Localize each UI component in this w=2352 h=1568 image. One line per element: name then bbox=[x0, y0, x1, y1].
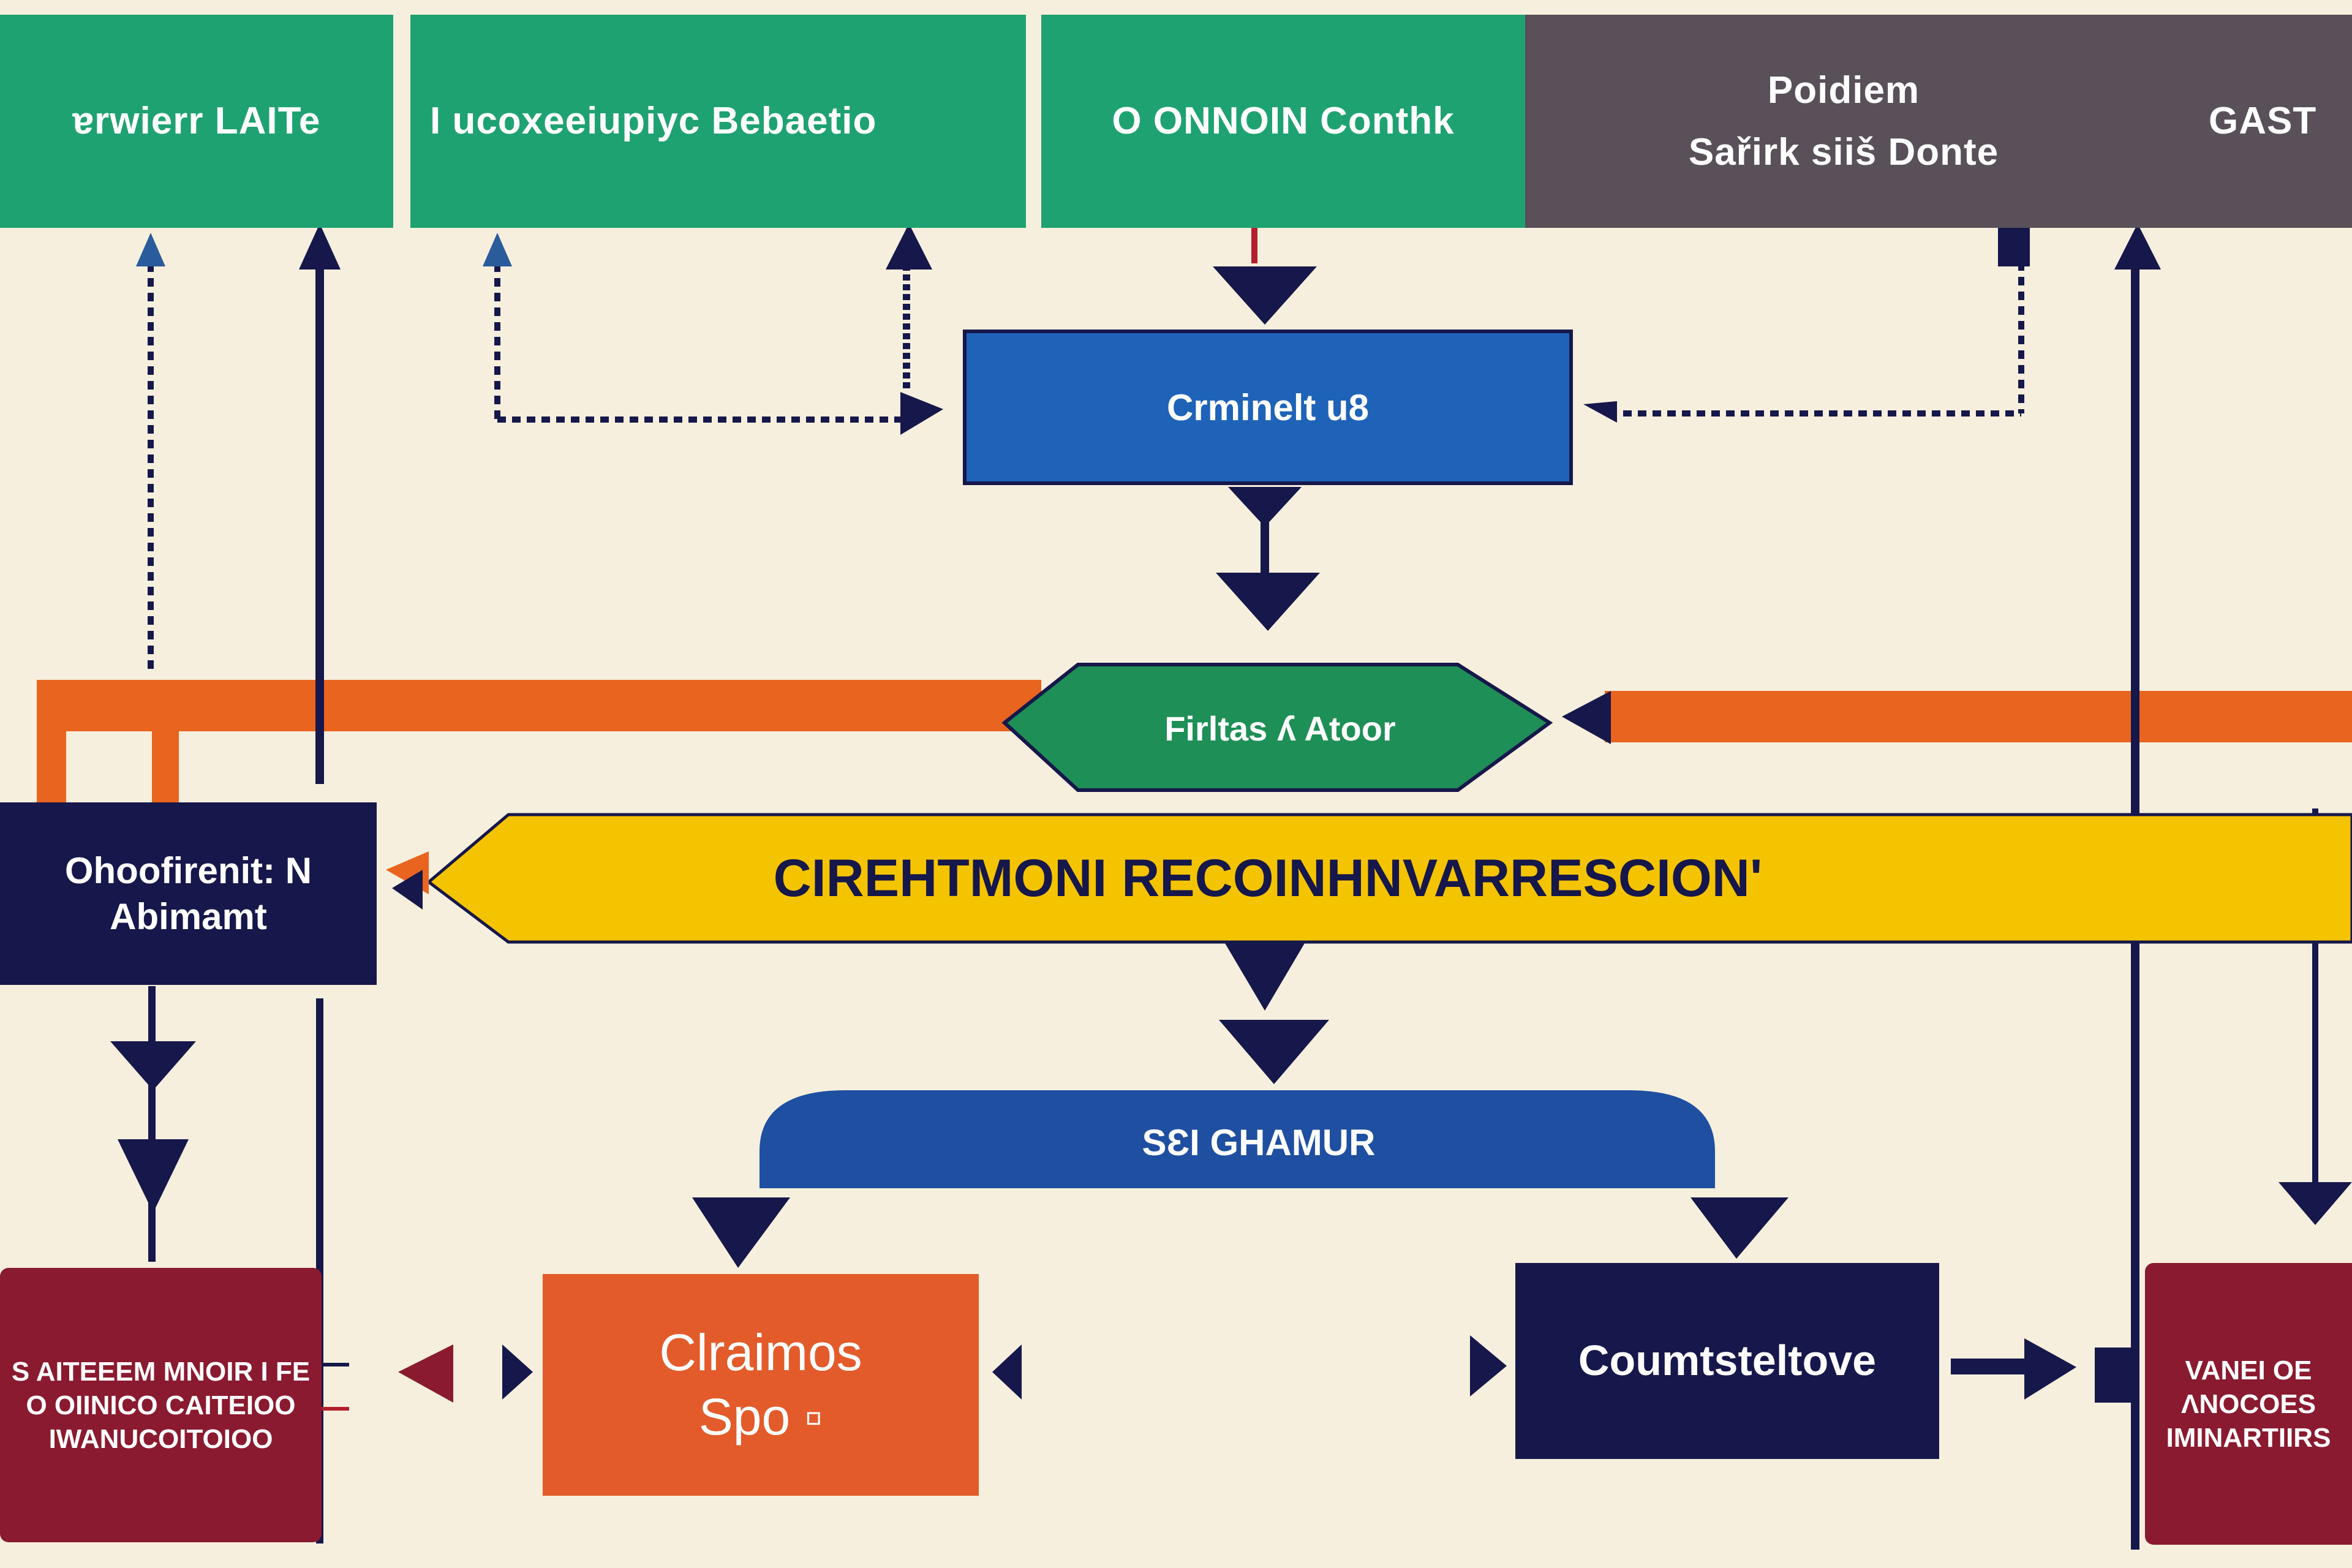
connector-clip-icon bbox=[2095, 1348, 2132, 1403]
banner-node: CIREHTMONI RECOINHNVARRESCION' bbox=[551, 818, 1985, 940]
right-bottom-box-label: VANEI OE ɅNOCOES IMINARTIIRS bbox=[2166, 1355, 2331, 1453]
arrowhead-up-icon bbox=[299, 224, 341, 270]
left-mid-box-label: Ohoofirenit: N Abimamt bbox=[64, 850, 312, 937]
arrowhead-left-icon bbox=[1583, 401, 1617, 423]
header-box-4: Poidiem Sařirk siiš Donte bbox=[1525, 15, 2162, 228]
right-bottom-box: VANEI OE ɅNOCOES IMINARTIIRS bbox=[2145, 1263, 2352, 1545]
arrowhead-down-icon bbox=[1228, 487, 1302, 527]
arrowhead-left-icon bbox=[992, 1344, 1022, 1400]
arrowhead-left-icon bbox=[392, 870, 423, 910]
orange-box: Clraimos Spo ▫ bbox=[543, 1274, 979, 1496]
arrowhead-right-icon bbox=[900, 392, 943, 435]
header-box-1: ɐrwierr LAITe bbox=[0, 15, 393, 228]
arrowhead-down-icon bbox=[1219, 1020, 1329, 1084]
arrowhead-down-icon bbox=[1691, 1197, 1789, 1259]
arrowhead-up-icon bbox=[2114, 224, 2161, 270]
yellow-banner-shape bbox=[426, 813, 2352, 944]
arrowhead-down-icon bbox=[1225, 943, 1305, 1011]
arrowhead-up-icon bbox=[483, 233, 512, 266]
decision-shape bbox=[1001, 663, 1553, 792]
decision-node: Firltas ʎ Atoor bbox=[1041, 671, 1519, 787]
arrowhead-up-icon bbox=[136, 233, 165, 266]
header-box-3: O ONNOIN Conthk bbox=[1041, 15, 1525, 228]
left-bottom-box: S AITEEEM MNOIR I FE O OIINICO CAITEIOO … bbox=[0, 1268, 322, 1542]
header-box-3-label: O ONNOIN Conthk bbox=[1112, 100, 1455, 143]
header-box-2: I ucoxeeiupiyc Bebaetio bbox=[410, 15, 1026, 228]
arrowhead-left-icon bbox=[398, 1344, 453, 1403]
arrowhead-right-icon bbox=[2024, 1338, 2076, 1400]
arrowhead-down-icon bbox=[692, 1197, 790, 1268]
banner-label: CIREHTMONI RECOINHNVARRESCION' bbox=[773, 849, 1763, 908]
left-mid-box: Ohoofirenit: N Abimamt bbox=[0, 802, 377, 985]
navy-box-label: Coumtsteltove bbox=[1578, 1336, 1877, 1385]
arrowhead-down-icon bbox=[1216, 573, 1320, 631]
header-box-5: GAST bbox=[2162, 15, 2352, 228]
header-box-5-label: GAST bbox=[2209, 100, 2317, 143]
arrowhead-down-icon bbox=[110, 1041, 196, 1090]
arch-shape bbox=[760, 1090, 1715, 1188]
orange-bracket-left bbox=[37, 680, 66, 802]
navy-box: Coumtsteltove bbox=[1515, 1263, 1939, 1459]
header-box-4-line1: Poidiem bbox=[1767, 69, 1920, 111]
orange-connector-bar-right bbox=[1605, 691, 2352, 742]
header-box-4-line2: Sařirk siiš Donte bbox=[1688, 131, 1999, 173]
orange-box-label: Clraimos Spo ▫ bbox=[659, 1324, 862, 1446]
arrowhead-left-icon bbox=[1562, 691, 1611, 744]
arrowhead-down-icon bbox=[118, 1139, 189, 1213]
orange-connector-bar-left bbox=[37, 680, 1041, 731]
arrowhead-up-icon bbox=[886, 224, 932, 270]
arrowhead-down-icon bbox=[2278, 1182, 2352, 1225]
arrowhead-right-icon bbox=[1470, 1335, 1507, 1396]
coil-icon bbox=[1998, 224, 2030, 266]
arch-node: SƐI GHAMUR bbox=[845, 1096, 1672, 1188]
orange-bracket-mid bbox=[152, 680, 179, 802]
header-box-1-label: ɐrwierr LAITe bbox=[72, 100, 321, 143]
center-top-box: Crminelt u8 bbox=[963, 330, 1573, 485]
decision-label: Firltas ʎ Atoor bbox=[1164, 709, 1396, 748]
arrowhead-down-icon bbox=[1213, 266, 1317, 325]
left-bottom-box-label: S AITEEEM MNOIR I FE O OIINICO CAITEIOO … bbox=[11, 1356, 311, 1454]
connector-right-arrow-body bbox=[1951, 1359, 2030, 1374]
header-box-2-label: I ucoxeeiupiyc Bebaetio bbox=[430, 100, 877, 143]
arrowhead-right-icon bbox=[502, 1344, 533, 1400]
center-top-box-label: Crminelt u8 bbox=[1166, 386, 1370, 428]
arch-label: SƐI GHAMUR bbox=[1142, 1121, 1376, 1163]
